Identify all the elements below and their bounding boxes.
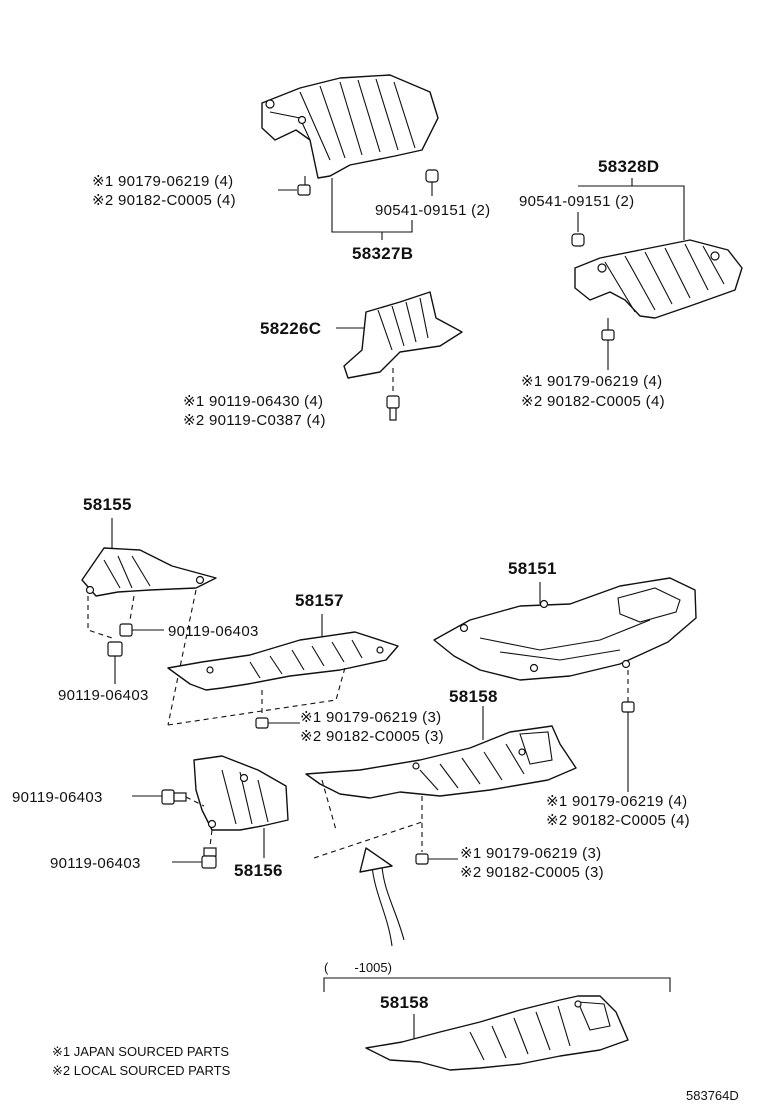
part-label-58327b[interactable]: 58327B	[352, 244, 413, 263]
part-label-58226c[interactable]: 58226C	[260, 319, 321, 338]
part-58156-drawing[interactable]	[193, 755, 289, 831]
bolt-90119-06430[interactable]	[386, 395, 400, 421]
callout-4-line1: ※1 90179-06219 (4)	[521, 373, 662, 390]
legend-note-2: ※2 LOCAL SOURCED PARTS	[52, 1063, 231, 1078]
nut-90179-58157[interactable]	[255, 717, 269, 729]
callout-5-line1: ※1 90119-06430 (4)	[183, 393, 323, 410]
part-58157-drawing[interactable]	[167, 631, 399, 691]
part-58158-variant-drawing[interactable]	[365, 995, 629, 1071]
callout-12-line1: ※1 90179-06219 (3)	[460, 845, 601, 862]
callout-8-line1: ※1 90179-06219 (3)	[300, 709, 441, 726]
part-label-58151[interactable]: 58151	[508, 559, 557, 578]
callout-6: 90119-06403	[168, 623, 259, 640]
callout-3: 90541-09151 (2)	[519, 193, 634, 210]
callout-4-line2: ※2 90182-C0005 (4)	[521, 393, 665, 410]
callout-11: 90119-06403	[50, 855, 141, 872]
part-label-58155[interactable]: 58155	[83, 495, 132, 514]
arrow-pointer	[359, 847, 405, 947]
callout-9-line1: ※1 90179-06219 (4)	[546, 793, 687, 810]
bolt-90119-06403-b[interactable]	[107, 641, 123, 657]
bolt-90119-06403-c[interactable]	[161, 789, 187, 805]
bolt-90119-06403-a[interactable]	[119, 623, 133, 637]
part-label-58158-upper[interactable]: 58158	[449, 687, 498, 706]
part-label-58157[interactable]: 58157	[295, 591, 344, 610]
part-58327b-drawing[interactable]	[261, 74, 439, 179]
bolt-90541-right[interactable]	[571, 233, 585, 247]
diagram-id: 583764D	[686, 1088, 739, 1103]
callout-9-line2: ※2 90182-C0005 (4)	[546, 812, 690, 829]
callout-1-line1: ※1 90179-06219 (4)	[92, 173, 233, 190]
legend-note-1: ※1 JAPAN SOURCED PARTS	[52, 1044, 229, 1059]
nut-90179-right[interactable]	[601, 329, 615, 341]
part-58158-drawing[interactable]	[305, 725, 577, 799]
callout-7: 90119-06403	[58, 687, 149, 704]
part-58155-drawing[interactable]	[81, 547, 217, 597]
part-label-58156[interactable]: 58156	[234, 861, 283, 880]
part-58328d-drawing[interactable]	[574, 239, 743, 319]
nut-90179-58158[interactable]	[415, 853, 429, 865]
callout-12-line2: ※2 90182-C0005 (3)	[460, 864, 604, 881]
part-label-58158-lower[interactable]: 58158	[380, 993, 429, 1012]
callout-2: 90541-09151 (2)	[375, 202, 490, 219]
callout-1-line2: ※2 90182-C0005 (4)	[92, 192, 236, 209]
part-58151-drawing[interactable]	[433, 577, 697, 681]
nut-90179-58151[interactable]	[621, 701, 635, 713]
range-label: ( -1005)	[324, 960, 392, 975]
nut-90179-top-left[interactable]	[297, 184, 311, 196]
callout-10: 90119-06403	[12, 789, 103, 806]
part-label-58328d[interactable]: 58328D	[598, 157, 659, 176]
part-58226c-drawing[interactable]	[343, 291, 463, 379]
bolt-90541-top[interactable]	[425, 169, 439, 183]
bolt-90119-06403-d[interactable]	[201, 847, 217, 869]
callout-8-line2: ※2 90182-C0005 (3)	[300, 728, 444, 745]
callout-5-line2: ※2 90119-C0387 (4)	[183, 412, 326, 429]
